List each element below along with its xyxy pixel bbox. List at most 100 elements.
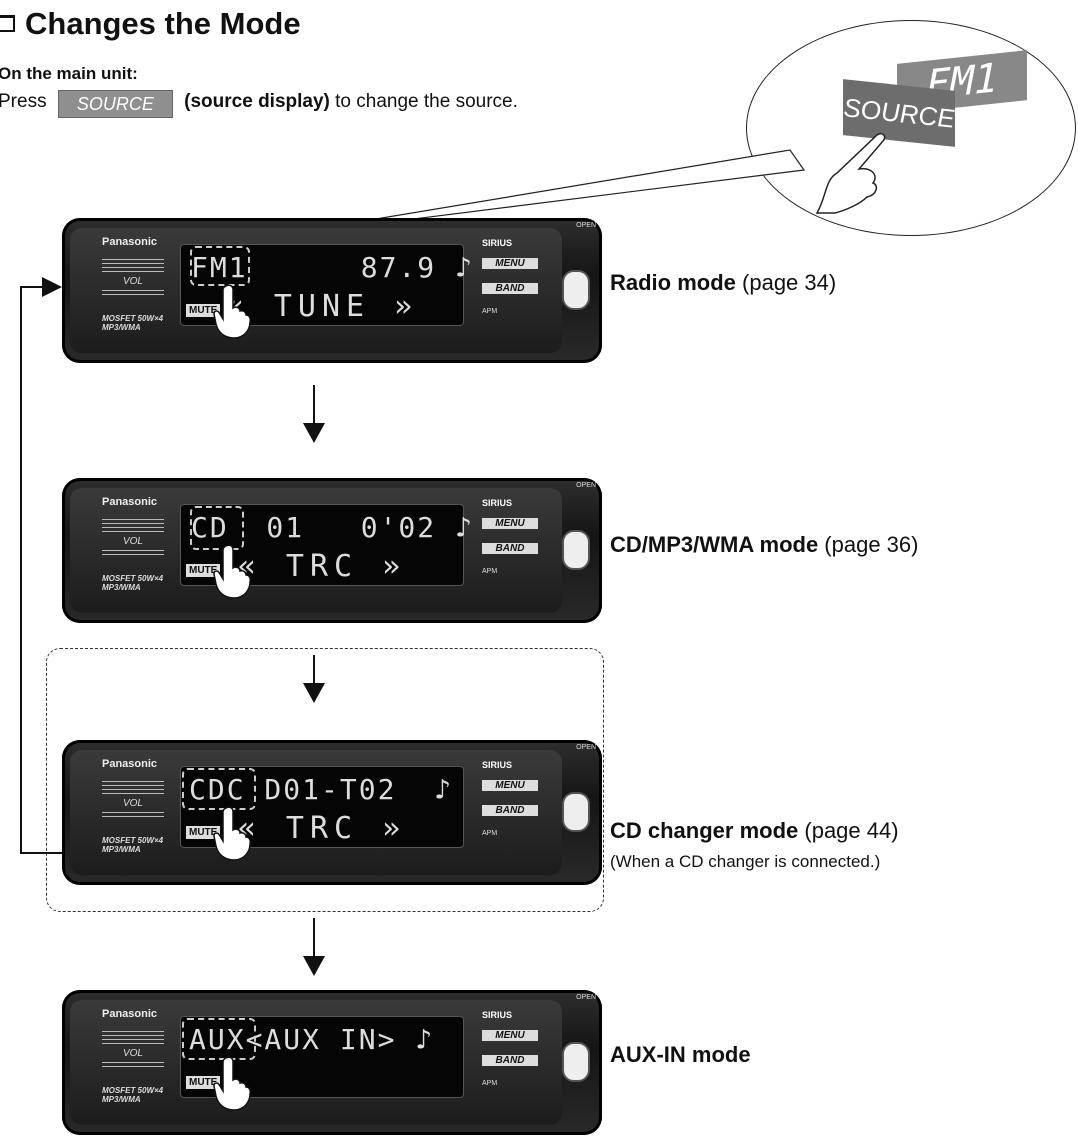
mode-page: (page 34) [735,270,837,295]
vol-label: VOL [122,1048,143,1059]
source-button[interactable]: SOURCE [57,90,173,118]
source-display-label: (source display) [184,91,330,112]
mute-button[interactable]: MUTE [186,1076,221,1089]
brand-logo: Panasonic [102,496,158,508]
press-prefix: Press [0,91,47,112]
open-label: OPEN [576,744,596,751]
checkbox-bullet-icon [0,15,15,32]
menu-button[interactable]: MENU [482,258,538,269]
mode-name: AUX-IN mode [610,1042,751,1067]
mosfet-line1: MOSFET 50W×4 [102,1086,164,1095]
vol-label: VOL [122,798,143,809]
band-button[interactable]: BAND [482,283,538,294]
pointing-hand-icon [213,284,251,339]
apm-label: APM [482,830,498,837]
display-bottom-text: « TRC » [237,811,407,846]
eject-knob[interactable] [562,530,590,570]
eject-knob[interactable] [562,1042,590,1082]
source-callout-bubble: FM1 SOURCE [746,20,1076,236]
loop-line-top [20,286,42,288]
sirius-logo: SIRIUS [482,760,513,770]
optional-mode-box [46,648,604,912]
mosfet-line1: MOSFET 50W×4 [102,314,164,323]
brand-logo: Panasonic [102,236,158,248]
mosfet-line1: MOSFET 50W×4 [102,574,164,583]
display-top-text: CD 01 0'02 ♪ [191,511,474,544]
pointing-hand-icon [213,544,251,599]
mosfet-line2: MP3/WMA [102,845,141,854]
band-button[interactable]: BAND [482,543,538,554]
apm-label: APM [482,568,498,575]
display-bottom-text: « TUNE » [225,289,419,324]
mosfet-line2: MP3/WMA [102,323,141,332]
sirius-logo: SIRIUS [482,1010,513,1020]
press-instruction: Press SOURCE (source display) to change … [0,90,518,118]
vol-control[interactable]: VOL [102,778,164,830]
menu-button[interactable]: MENU [482,780,538,791]
sirius-logo: SIRIUS [482,498,513,508]
press-suffix: to change the source. [335,91,518,112]
mode-label-cd: CD/MP3/WMA mode (page 36) [610,532,918,558]
loop-line-bottom [20,852,64,854]
eject-knob[interactable] [562,792,590,832]
eject-knob[interactable] [562,270,590,310]
open-label: OPEN [576,482,596,489]
source-indicator-highlight [182,768,256,810]
apm-label: APM [482,308,498,315]
apm-label: APM [482,1080,498,1087]
display-top-text: CDC D01-T02 ♪ [189,773,454,806]
mode-label-radio: Radio mode (page 34) [610,270,836,296]
mode-page: (page 44) [798,818,899,843]
source-indicator-highlight [190,246,250,286]
page-title: Changes the Mode [0,6,301,42]
brand-logo: Panasonic [102,1008,158,1020]
right-controls: SIRIUS MENU BAND APM [482,760,538,837]
mode-page: (page 36) [818,532,919,557]
mute-button[interactable]: MUTE [186,826,221,839]
vol-label: VOL [122,276,143,287]
source-indicator-highlight [182,1018,256,1060]
menu-button[interactable]: MENU [482,1030,538,1041]
open-label: OPEN [576,222,596,229]
right-controls: SIRIUS MENU BAND APM [482,498,538,575]
sirius-logo: SIRIUS [482,238,513,248]
title-text: Changes the Mode [25,6,301,41]
mode-name: CD/MP3/WMA mode [610,532,819,557]
mosfet-line2: MP3/WMA [102,583,141,592]
mode-label-aux: AUX-IN mode [610,1042,751,1068]
loop-arrow-head-icon [42,277,62,297]
mode-label-cd-changer: CD changer mode (page 44) [610,818,899,844]
pointing-hand-icon [213,1056,251,1111]
mode-name: Radio mode [610,270,736,295]
display-top-text: FM1 87.9 ♪ [191,251,474,284]
vol-control[interactable]: VOL [102,516,164,568]
vol-control[interactable]: VOL [102,256,164,308]
display-bottom-text: « TRC » [237,549,407,584]
main-unit-label: On the main unit: [0,64,138,83]
mode-name: CD changer mode [610,818,799,843]
open-label: OPEN [576,994,596,1001]
source-indicator-highlight [190,506,244,550]
loop-line-vertical [20,286,22,852]
vol-control[interactable]: VOL [102,1028,164,1080]
pointing-hand-icon [213,806,251,861]
band-button[interactable]: BAND [482,805,538,816]
mosfet-line2: MP3/WMA [102,1095,141,1104]
mute-button[interactable]: MUTE [186,304,221,317]
right-controls: SIRIUS MENU BAND APM [482,238,538,315]
brand-logo: Panasonic [102,758,158,770]
pointing-hand-icon [815,132,886,214]
menu-button[interactable]: MENU [482,518,538,529]
right-controls: SIRIUS MENU BAND APM [482,1010,538,1087]
vol-label: VOL [122,536,143,547]
mosfet-line1: MOSFET 50W×4 [102,836,164,845]
mute-button[interactable]: MUTE [186,564,221,577]
band-button[interactable]: BAND [482,1055,538,1066]
